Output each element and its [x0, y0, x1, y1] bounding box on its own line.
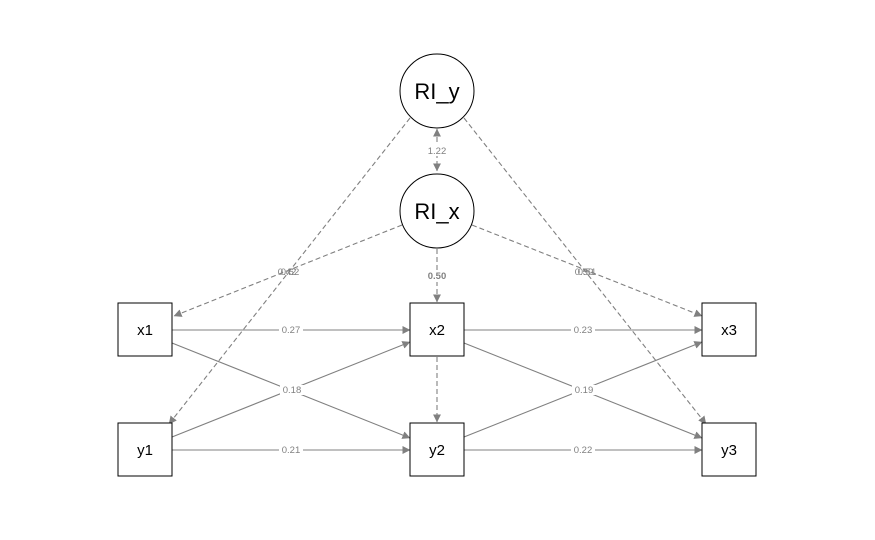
node-ri-x: RI_x [399, 173, 475, 249]
node-x1-label: x1 [137, 322, 153, 339]
label-cross-2-3: 0.19 [575, 385, 594, 396]
node-y1: y1 [117, 422, 173, 477]
node-y1-label: y1 [137, 442, 153, 459]
node-ri-y-label: RI_y [414, 79, 459, 104]
label-x1-x2: 0.27 [282, 325, 301, 336]
label-y1-y2: 0.21 [282, 445, 301, 456]
node-ri-y: RI_y [399, 53, 475, 129]
node-y2-label: y2 [429, 442, 445, 459]
label-rix-left: 0.52 [281, 267, 300, 278]
node-x2-label: x2 [429, 322, 445, 339]
label-ri-covariance: 1.22 [428, 146, 447, 157]
node-x3-label: x3 [721, 322, 737, 339]
node-y3: y3 [701, 422, 757, 477]
node-ri-x-label: RI_x [414, 199, 459, 224]
label-x2-x3: 0.23 [574, 325, 593, 336]
edge-rix-x1 [173, 224, 403, 317]
label-rix-x2: 0.50 [428, 271, 447, 282]
node-x3: x3 [701, 302, 757, 357]
node-y3-label: y3 [721, 442, 737, 459]
label-y2-y3: 0.22 [574, 445, 593, 456]
label-riy-right: 0.51 [578, 267, 597, 278]
edge-riy-y3 [463, 117, 707, 425]
label-riy-left: 0.42 [278, 267, 297, 278]
edge-riy-y1 [168, 117, 411, 425]
edge-rix-x3 [471, 224, 703, 317]
node-x2: x2 [409, 302, 465, 357]
node-y2: y2 [409, 422, 465, 477]
node-x1: x1 [117, 302, 173, 357]
label-cross-1-2: 0.18 [283, 385, 302, 396]
label-rix-right: 0.50 [575, 267, 594, 278]
